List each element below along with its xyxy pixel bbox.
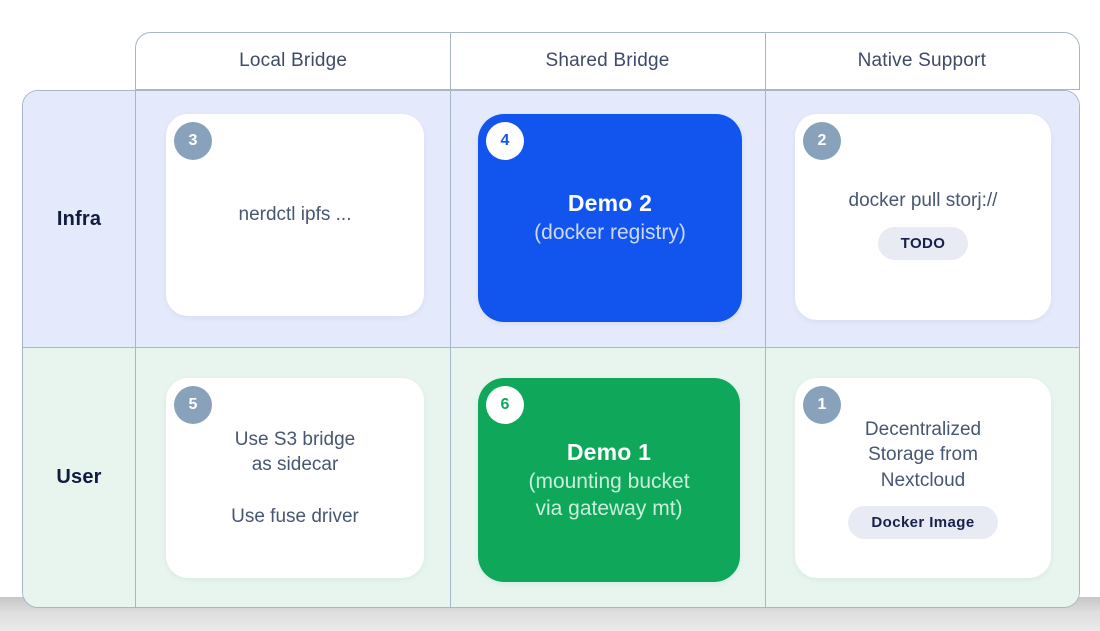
card-nerdctl-text: nerdctl ipfs ...	[238, 204, 352, 226]
card-demo2-title: Demo 2	[567, 190, 653, 217]
card-demo2-subtitle: (docker registry)	[534, 221, 686, 245]
grid-line-vertical-2	[449, 32, 451, 608]
row-label-infra: Infra	[56, 207, 102, 230]
card-demo1-title: Demo 1	[566, 438, 652, 465]
grid-line-vertical-3	[764, 32, 766, 608]
card-demo1: 6 Demo 1 (mounting bucket via gateway mt…	[478, 378, 740, 582]
card-storj-text: docker pull storj://	[848, 190, 998, 212]
column-header-shared-bridge: Shared Bridge	[545, 50, 670, 71]
card-demo1-subtitle: (mounting bucket via gateway mt)	[528, 469, 690, 520]
row-label-user: User	[56, 466, 102, 488]
card-docker-pull-storj: 2 docker pull storj:// TODO	[795, 114, 1051, 320]
step-badge-1: 1	[803, 386, 841, 424]
todo-tag: TODO	[877, 226, 969, 260]
step-badge-6: 6	[486, 386, 524, 424]
docker-image-tag: Docker Image	[848, 506, 998, 540]
step-badge-2: 2	[803, 122, 841, 160]
card-s3-bridge: 5 Use S3 bridge as sidecar Use fuse driv…	[166, 378, 424, 578]
step-badge-3: 3	[174, 122, 212, 160]
card-s3bridge-text-2: Use fuse driver	[231, 505, 359, 527]
card-nerdctl-ipfs: 3 nerdctl ipfs ...	[166, 114, 424, 316]
card-s3bridge-text-1: Use S3 bridge as sidecar	[234, 428, 356, 476]
step-badge-5: 5	[174, 386, 212, 424]
column-header-row: Local Bridge Shared Bridge Native Suppor…	[135, 32, 1080, 90]
column-header-native-support: Native Support	[857, 50, 987, 71]
card-nextcloud-text: Decentralized Storage from Nextcloud	[864, 418, 982, 491]
column-header-local-bridge: Local Bridge	[239, 50, 348, 71]
card-nextcloud: 1 Decentralized Storage from Nextcloud D…	[795, 378, 1051, 578]
card-demo2: 4 Demo 2 (docker registry)	[478, 114, 742, 322]
step-badge-4: 4	[486, 122, 524, 160]
grid-line-vertical-1	[134, 90, 136, 608]
